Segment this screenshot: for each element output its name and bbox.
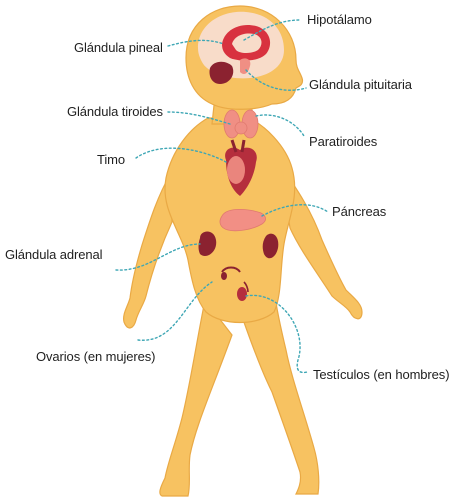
label-glandula-tiroides: Glándula tiroides — [67, 104, 163, 120]
label-glandula-pineal: Glándula pineal — [74, 40, 163, 56]
label-ovarios: Ovarios (en mujeres) — [36, 349, 155, 365]
label-paratiroides: Paratiroides — [309, 134, 377, 150]
label-hipotalamo: Hipotálamo — [307, 12, 372, 28]
label-testiculos: Testículos (en hombres) — [313, 367, 449, 383]
label-pancreas: Páncreas — [332, 204, 386, 220]
label-glandula-pituitaria: Glándula pituitaria — [309, 77, 412, 93]
label-timo: Timo — [97, 152, 125, 168]
label-glandula-adrenal: Glándula adrenal — [5, 247, 102, 263]
